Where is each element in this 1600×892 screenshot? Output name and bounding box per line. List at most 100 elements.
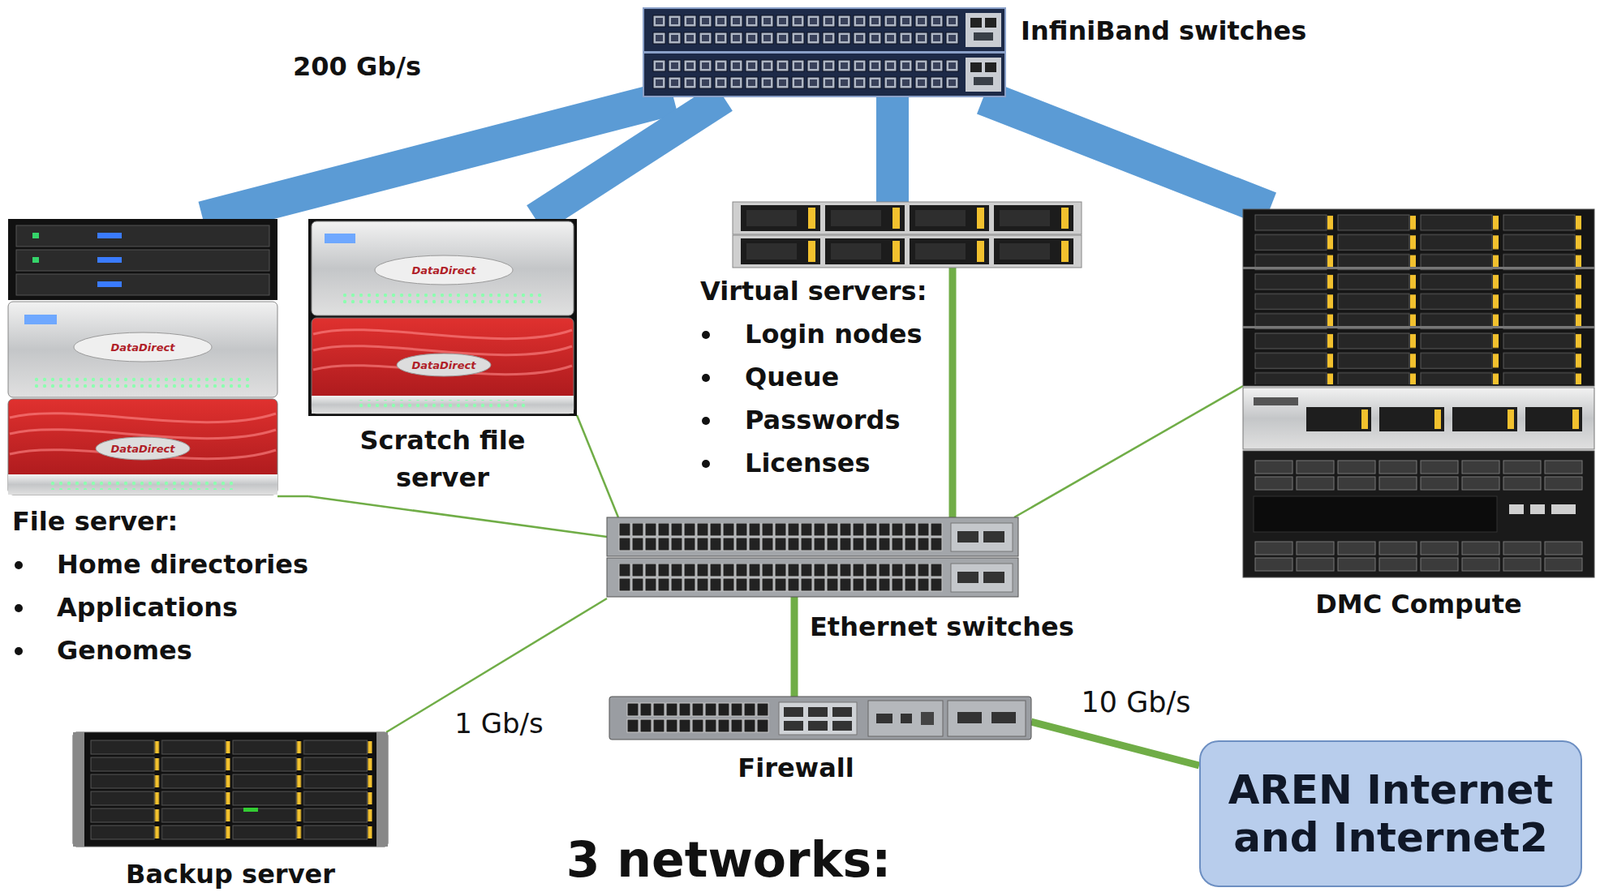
front-port [1509, 504, 1524, 515]
server-bay [1452, 407, 1518, 432]
module-port [920, 712, 934, 726]
optical-drive [1253, 397, 1299, 406]
device-node: Firewall [609, 696, 1032, 785]
rack-server [16, 274, 270, 296]
management-port [973, 77, 994, 86]
node-label: Backup server [125, 860, 336, 890]
bullet-item: Genomes [8, 629, 193, 673]
node-label: File server: [12, 500, 178, 544]
bay-tab [1507, 409, 1514, 430]
virtual-servers-illustration [732, 202, 1082, 268]
status-light [97, 232, 122, 239]
bullet-item: Home directories [8, 543, 309, 587]
firewall-module [868, 701, 943, 737]
status-light [97, 257, 122, 263]
display-panel [24, 314, 57, 325]
brand-label: DataDirect [412, 359, 477, 372]
firewall-chassis [609, 696, 1032, 740]
logo-oval [73, 332, 212, 362]
ethernet-link [949, 485, 957, 518]
infiniband-link [876, 97, 909, 203]
device-area [732, 202, 1082, 268]
status-leds [32, 374, 254, 388]
ethernet-link [1014, 386, 1244, 518]
management-port [970, 62, 982, 73]
rack-ear [376, 732, 388, 848]
sfp-port [808, 721, 828, 732]
network-label: AREN Internet and Internet2 [1218, 766, 1563, 863]
switch-divider [643, 51, 1006, 54]
server-bay [1379, 407, 1445, 432]
status-light [97, 281, 122, 288]
device-node: Backup server [73, 732, 388, 890]
enclosure-wave [313, 330, 573, 340]
module-port [957, 712, 982, 724]
firewall-ports [626, 702, 770, 736]
ethernet-switch-illustration [606, 517, 1019, 598]
brand-label: DataDirect [412, 264, 477, 277]
scratch-server-illustration [308, 219, 577, 417]
server-bays [1253, 213, 1585, 385]
ethernet-link [308, 496, 607, 538]
node-label: Virtual servers: [700, 270, 927, 314]
management-port [984, 17, 997, 28]
wire-stub [277, 495, 309, 499]
enclosure-strip [8, 474, 278, 495]
brand-label: DataDirect [111, 341, 176, 354]
sfp-section [778, 702, 857, 736]
server-bays [738, 205, 1076, 265]
bullet-item: Login nodes [700, 313, 923, 357]
bandwidth-label: 1 Gb/s [451, 707, 547, 740]
bandwidth-label: 200 Gb/s [289, 51, 425, 82]
backup-chassis [73, 732, 388, 848]
uplink-module [950, 563, 1013, 593]
sfp-port [832, 721, 852, 732]
display-panel [324, 233, 356, 244]
ethernet-link [791, 643, 799, 697]
uplink-port [983, 572, 1005, 584]
device-frame [308, 219, 577, 417]
status-leds [48, 478, 236, 491]
server-divider [1243, 266, 1595, 270]
sfp-port [783, 707, 804, 718]
infiniband-switch-illustration [643, 8, 1006, 97]
device-node: InfiniBand switches [643, 8, 1307, 98]
bay-tab [1434, 409, 1441, 430]
server-bays [1253, 459, 1585, 492]
status-leds [340, 293, 544, 307]
sfp-port [808, 707, 828, 718]
firewall-module [947, 701, 1026, 737]
network-box: AREN Internet and Internet2 [1199, 740, 1583, 888]
storage-server [1243, 387, 1595, 450]
disk-enclosure [8, 399, 278, 495]
device-area [308, 219, 577, 417]
brand-label: DataDirect [111, 443, 176, 456]
bullet-item: Passwords [700, 399, 901, 443]
rack-server [16, 225, 270, 247]
management-panel [965, 12, 1002, 48]
wire-stub [949, 267, 957, 486]
management-port [970, 17, 982, 28]
device-node: DMC Compute [1243, 209, 1595, 621]
server-bays [1253, 540, 1585, 573]
status-leds [356, 400, 528, 410]
server-bays [89, 739, 374, 842]
disk-enclosure [311, 318, 574, 414]
infiniband-link [535, 97, 724, 220]
firewall-illustration [609, 696, 1032, 740]
bandwidth-label: 10 Gb/s [1077, 686, 1194, 719]
large-server [1243, 451, 1595, 578]
logo-oval [95, 437, 190, 461]
device-area [609, 696, 1032, 740]
front-port [1551, 504, 1576, 515]
status-light [243, 808, 259, 813]
management-panel [965, 57, 1002, 92]
rack-section [8, 219, 278, 301]
ethernet-link [576, 415, 619, 518]
infiniband-link [983, 97, 1270, 210]
uplink-port [983, 531, 1005, 543]
diagram-title: 3 networks: [566, 835, 892, 885]
rack-ear [73, 732, 85, 848]
node-label: DMC Compute [1315, 588, 1523, 621]
